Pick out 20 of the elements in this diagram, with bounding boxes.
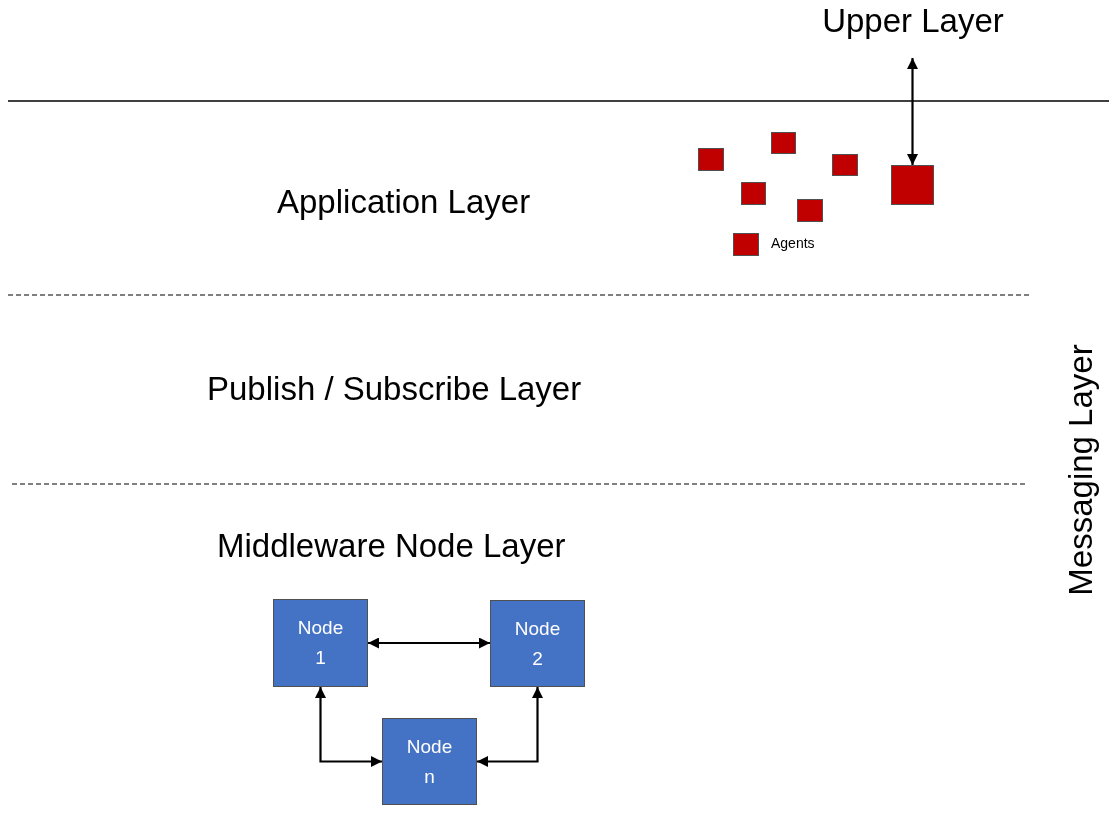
layer-label: Application Layer (277, 183, 531, 221)
node-box: Node n (382, 718, 477, 805)
agent-square (797, 199, 823, 222)
agent-square (891, 165, 934, 205)
layer-title: Upper Layer (822, 2, 1004, 40)
node-box: Node 2 (490, 600, 585, 687)
arrow (368, 637, 490, 649)
layer-label: Publish / Subscribe Layer (207, 370, 582, 408)
arrow (477, 687, 543, 767)
agent-square (698, 148, 724, 171)
layer-label: Messaging Layer (1061, 344, 1100, 596)
agent-square (741, 182, 766, 205)
layer-label: Middleware Node Layer (217, 527, 566, 565)
node-box: Node 1 (273, 599, 368, 687)
arrow (315, 687, 382, 767)
agent-square (733, 233, 759, 256)
agent-square (832, 154, 858, 176)
arrow (907, 58, 918, 165)
agent-square (771, 132, 796, 154)
agent-label: Agents (771, 235, 815, 251)
